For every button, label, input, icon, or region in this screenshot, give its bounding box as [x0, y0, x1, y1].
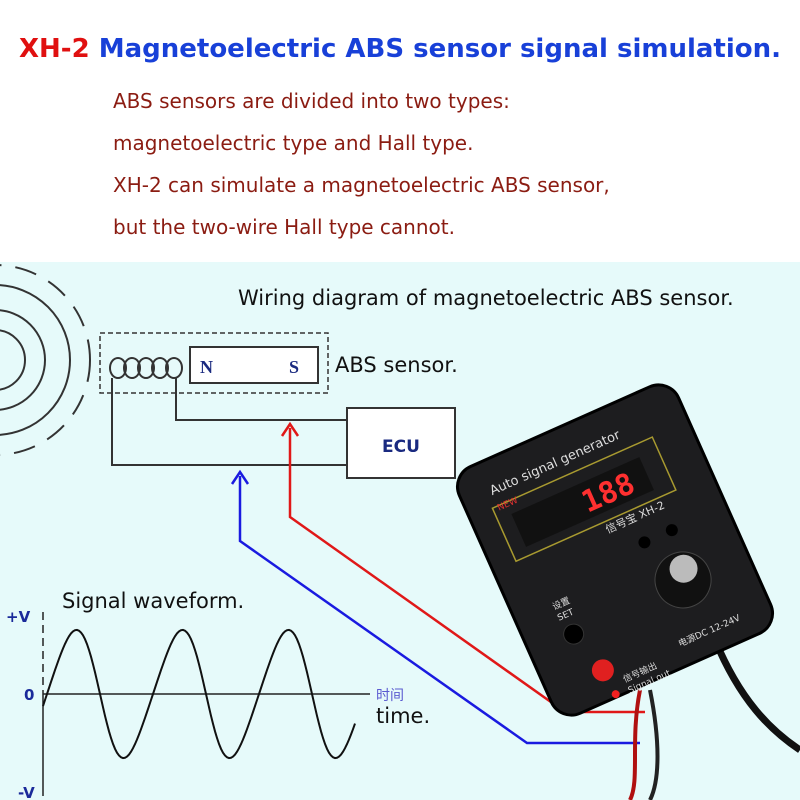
down-button[interactable] — [664, 522, 680, 538]
signal-led — [611, 690, 620, 699]
knob-cap — [669, 554, 698, 583]
signal-generator-device: Auto signal generator NEW 188 信号宝 XH-2 设… — [456, 383, 774, 717]
coil-icon — [109, 357, 183, 379]
power-cable — [711, 638, 800, 753]
wiring-diagram: N S ECU Auto signal generator NEW 188 信号… — [0, 262, 800, 800]
title-text: Magnetoelectric ABS sensor signal simula… — [98, 34, 782, 64]
sensor-wire — [111, 378, 347, 466]
y-top-label: +V — [6, 608, 31, 626]
abs-sensor-label: ABS sensor. — [335, 353, 458, 377]
arrow-up-icon — [230, 469, 250, 485]
ecu-label: ECU — [382, 437, 420, 457]
diagram-graphics: N S ECU Auto signal generator NEW 188 信号… — [0, 264, 800, 800]
signal-wire-red — [288, 428, 645, 714]
sensor-wire — [175, 378, 347, 421]
diagram-caption: Wiring diagram of magnetoelectric ABS se… — [238, 286, 734, 310]
cable-black — [648, 689, 660, 800]
model-name: XH-2 — [18, 34, 90, 64]
x-label-cn: 时间 — [376, 688, 404, 704]
magnet — [189, 346, 319, 384]
waveform-button[interactable] — [588, 656, 617, 685]
magnet-n-label: N — [200, 357, 213, 377]
x-axis-label: time. — [376, 704, 431, 728]
abs-sensor-outline — [99, 332, 329, 394]
description-line: XH-2 can simulate a magnetoelectric ABS … — [113, 173, 610, 197]
signal-waveform — [42, 628, 356, 760]
ecu-box — [346, 407, 456, 479]
gear-icon — [0, 264, 91, 456]
ground-wire-blue — [238, 476, 640, 745]
page-title: XH-2 Magnetoelectric ABS sensor signal s… — [0, 34, 800, 64]
description-line: ABS sensors are divided into two types: — [113, 89, 510, 113]
set-button[interactable] — [560, 621, 586, 647]
arrow-up-icon — [280, 421, 300, 437]
y-zero-label: 0 — [24, 686, 34, 704]
up-button[interactable] — [637, 534, 653, 550]
y-bottom-label: -V — [18, 784, 35, 800]
cable-red — [628, 689, 642, 800]
waveform-title: Signal waveform. — [62, 589, 245, 613]
description-line: magnetoelectric type and Hall type. — [113, 131, 474, 155]
magnet-s-label: S — [289, 357, 299, 377]
description-line: but the two-wire Hall type cannot. — [113, 215, 455, 239]
